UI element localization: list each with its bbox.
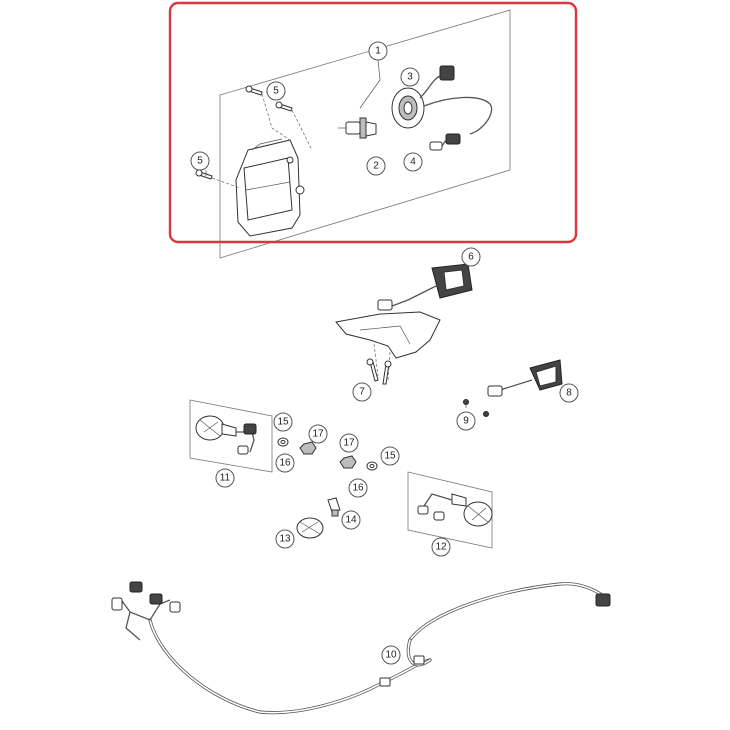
callout-10: 10 <box>381 645 401 665</box>
callout-2: 2 <box>366 156 386 176</box>
svg-text:12: 12 <box>435 542 447 553</box>
turn-signal-front-right[interactable] <box>417 493 493 527</box>
callout-4: 4 <box>403 152 423 172</box>
headlamp-group-frame <box>219 9 511 259</box>
tail-light-bolts[interactable] <box>366 358 392 385</box>
screw-5-side[interactable] <box>195 169 213 180</box>
svg-text:15: 15 <box>384 451 396 462</box>
wiring-harness[interactable] <box>111 581 611 715</box>
leader-1 <box>359 59 381 109</box>
svg-text:17: 17 <box>312 429 324 440</box>
callout-16-right: 16 <box>348 478 368 498</box>
svg-text:10: 10 <box>385 650 397 661</box>
headlamp-bulb[interactable] <box>338 117 377 139</box>
small-bulb-14[interactable] <box>327 497 341 517</box>
callout-8: 8 <box>559 383 579 403</box>
callout-13: 13 <box>275 529 295 549</box>
headlamp-assembly-group[interactable] <box>168 1 578 259</box>
nut-17-right[interactable] <box>339 455 357 469</box>
svg-text:16: 16 <box>352 483 364 494</box>
callout-1: 1 <box>368 41 388 61</box>
callout-9: 9 <box>456 411 476 431</box>
svg-text:17: 17 <box>343 438 355 449</box>
highlight-box <box>168 1 578 244</box>
screw-5-mid[interactable] <box>275 101 293 112</box>
turn-signal-front-left[interactable] <box>195 415 257 455</box>
tail-light-group[interactable] <box>335 263 473 381</box>
svg-text:11: 11 <box>220 473 231 484</box>
callout-14: 14 <box>341 510 361 530</box>
svg-text:1: 1 <box>375 46 381 57</box>
headlamp-housing[interactable] <box>235 138 305 237</box>
callout-17-left: 17 <box>308 424 328 444</box>
svg-text:16: 16 <box>279 458 291 469</box>
callout-15-right: 15 <box>380 446 400 466</box>
turn-signal-front-left-group[interactable] <box>189 399 273 473</box>
svg-text:6: 6 <box>468 252 474 263</box>
svg-text:13: 13 <box>279 534 291 545</box>
washer-15-right[interactable] <box>366 461 378 471</box>
license-plate-light[interactable] <box>487 359 563 397</box>
callout-6: 6 <box>461 247 481 267</box>
callout-5-top: 5 <box>266 81 286 101</box>
callout-3: 3 <box>400 67 420 87</box>
license-light-screws[interactable] <box>463 399 489 417</box>
callout-15-left: 15 <box>273 412 293 432</box>
svg-text:15: 15 <box>277 417 289 428</box>
callout-7: 7 <box>352 382 372 402</box>
washer-15-left[interactable] <box>277 437 289 447</box>
callout-12: 12 <box>431 537 451 557</box>
tail-light-wire <box>391 285 437 307</box>
svg-text:3: 3 <box>407 72 413 83</box>
callout-5-side: 5 <box>190 151 210 171</box>
turn-signal-lens[interactable] <box>296 517 324 539</box>
svg-text:4: 4 <box>410 157 416 168</box>
nut-17-left[interactable] <box>299 441 317 455</box>
screw-5-top[interactable] <box>245 85 263 96</box>
tail-light-bracket[interactable] <box>335 311 441 359</box>
callout-16-left: 16 <box>275 453 295 473</box>
screw-path-mid <box>291 109 313 151</box>
svg-text:7: 7 <box>359 387 365 398</box>
svg-text:14: 14 <box>345 515 357 526</box>
svg-text:2: 2 <box>373 161 379 172</box>
callout-17-right: 17 <box>339 433 359 453</box>
svg-text:5: 5 <box>273 86 279 97</box>
bulb-socket[interactable] <box>391 65 493 135</box>
svg-text:8: 8 <box>566 388 572 399</box>
turn-signal-front-right-group[interactable] <box>407 471 493 549</box>
svg-text:5: 5 <box>197 156 203 167</box>
svg-text:9: 9 <box>463 416 469 427</box>
tail-light-connector[interactable] <box>377 299 393 311</box>
callout-11: 11 <box>215 468 235 488</box>
parking-light-bulb[interactable] <box>429 133 461 151</box>
screw-path-top <box>261 93 291 141</box>
